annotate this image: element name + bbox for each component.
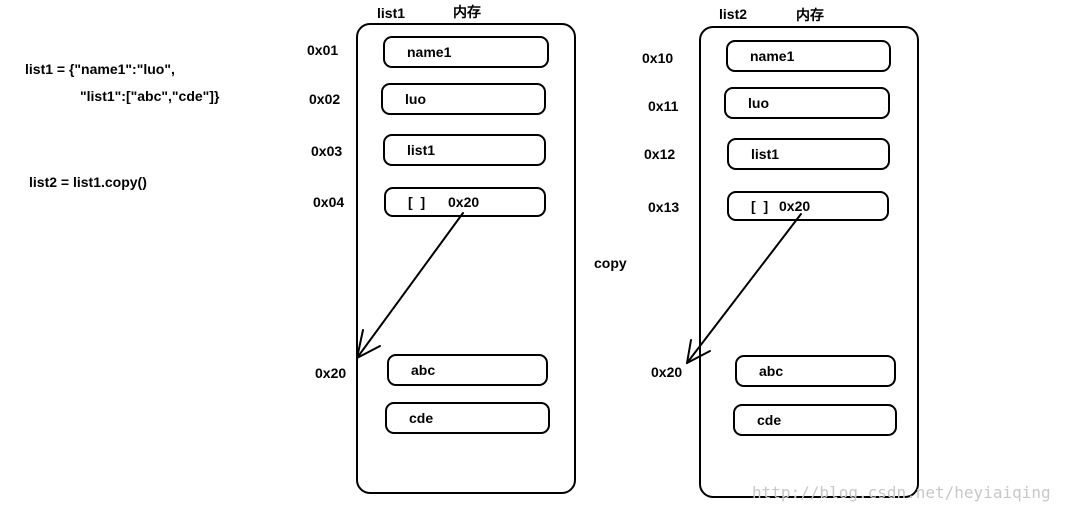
right-addr-4: 0x13 — [648, 199, 680, 215]
left-cell-abc: abc — [387, 354, 548, 386]
left-addr-3: 0x03 — [311, 143, 343, 159]
cell-reference-address: 0x20 — [779, 198, 811, 214]
left-cell-name1: name1 — [383, 36, 549, 68]
left-cell-list1: list1 — [383, 134, 546, 166]
cell-label: list1 — [751, 146, 780, 162]
left-cell-cde: cde — [385, 402, 550, 434]
left-addr-4: 0x04 — [313, 194, 345, 210]
right-cell-abc: abc — [735, 355, 896, 387]
right-pointer-arrow — [686, 213, 802, 364]
right-cell-luo: luo — [724, 87, 890, 119]
cell-label: cde — [409, 410, 434, 426]
cell-label: [ ] — [751, 198, 769, 214]
left-panel-memory-label: 内存 — [453, 5, 481, 21]
right-addr-3: 0x12 — [644, 146, 676, 162]
right-cell-list1: list1 — [727, 138, 890, 170]
left-addr-2: 0x02 — [309, 91, 341, 107]
cell-label: abc — [411, 362, 436, 378]
left-cell-list-ref: [ ] 0x20 — [384, 187, 546, 217]
cell-label: name1 — [407, 44, 452, 60]
right-cell-name1: name1 — [726, 40, 891, 72]
watermark: http://blog.csdn.net/heyiaiqing — [752, 483, 1051, 502]
left-memory-panel — [356, 23, 576, 494]
cell-label: cde — [757, 412, 782, 428]
left-addr-1: 0x01 — [307, 42, 339, 58]
left-sub-addr: 0x20 — [315, 365, 347, 381]
right-sub-addr: 0x20 — [651, 364, 683, 380]
code-line-1: list1 = {"name1":"luo", — [25, 61, 175, 77]
left-pointer-arrow — [356, 212, 464, 359]
right-panel-title: list2 — [719, 6, 748, 22]
left-panel-title: list1 — [377, 5, 406, 21]
copy-label: copy — [594, 255, 627, 271]
cell-reference-address: 0x20 — [448, 194, 480, 210]
cell-label: abc — [759, 363, 784, 379]
right-addr-1: 0x10 — [642, 50, 674, 66]
cell-label: [ ] — [408, 194, 426, 210]
cell-label: list1 — [407, 142, 436, 158]
cell-label: luo — [748, 95, 769, 111]
cell-label: name1 — [750, 48, 795, 64]
right-panel-memory-label: 内存 — [796, 8, 824, 24]
right-memory-panel — [699, 26, 919, 498]
left-cell-luo: luo — [381, 83, 546, 115]
right-cell-cde: cde — [733, 404, 897, 436]
right-addr-2: 0x11 — [648, 98, 679, 114]
cell-label: luo — [405, 91, 426, 107]
code-line-3: list2 = list1.copy() — [29, 174, 147, 190]
code-line-2: "list1":["abc","cde"]} — [80, 88, 220, 104]
right-cell-list-ref: [ ] 0x20 — [727, 191, 889, 221]
